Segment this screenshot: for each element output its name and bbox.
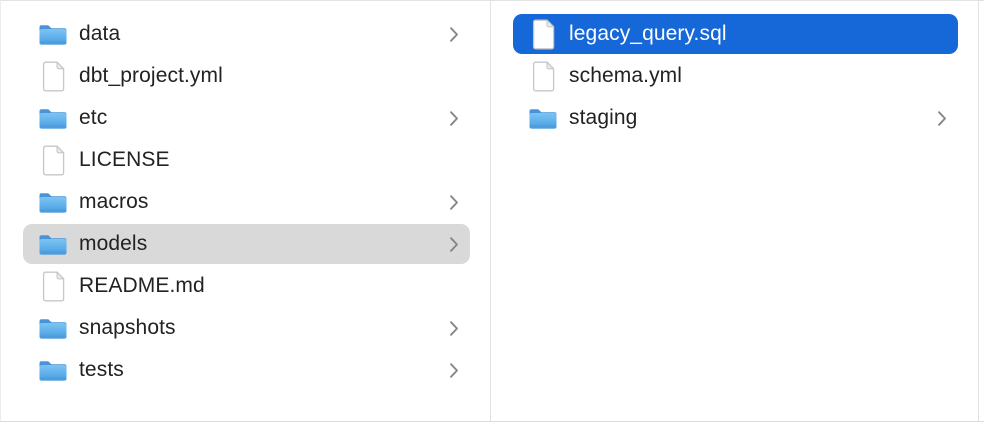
item-label: LICENSE	[79, 148, 170, 171]
folder-row[interactable]: snapshots	[23, 308, 470, 348]
document-icon	[527, 19, 559, 50]
item-label: staging	[569, 106, 638, 129]
folder-icon	[37, 358, 69, 383]
chevron-right-icon	[448, 236, 460, 253]
folder-icon	[527, 106, 559, 131]
file-row[interactable]: README.md	[23, 266, 470, 306]
document-icon	[37, 145, 69, 176]
item-label: models	[79, 232, 148, 255]
chevron-right-icon	[936, 110, 948, 127]
item-label: dbt_project.yml	[79, 64, 223, 87]
finder-column-empty-stub	[979, 1, 984, 421]
folder-row[interactable]: staging	[513, 98, 958, 138]
item-label: data	[79, 22, 121, 45]
file-row[interactable]: legacy_query.sql	[513, 14, 958, 54]
item-label: tests	[79, 358, 124, 381]
folder-row[interactable]: tests	[23, 350, 470, 390]
folder-row[interactable]: models	[23, 224, 470, 264]
folder-icon	[37, 316, 69, 341]
chevron-right-icon	[448, 362, 460, 379]
chevron-right-icon	[448, 320, 460, 337]
chevron-right-icon	[448, 194, 460, 211]
folder-icon	[37, 232, 69, 257]
file-row[interactable]: schema.yml	[513, 56, 958, 96]
finder-column-models-contents: legacy_query.sql	[491, 1, 979, 421]
item-label: etc	[79, 106, 108, 129]
folder-row[interactable]: macros	[23, 182, 470, 222]
item-label: snapshots	[79, 316, 176, 339]
chevron-right-icon	[448, 26, 460, 43]
finder-column-project-root: data	[1, 1, 491, 421]
document-icon	[37, 271, 69, 302]
item-label: legacy_query.sql	[569, 22, 727, 45]
item-label: README.md	[79, 274, 205, 297]
item-label: macros	[79, 190, 149, 213]
document-icon	[37, 61, 69, 92]
file-row[interactable]: LICENSE	[23, 140, 470, 180]
item-label: schema.yml	[569, 64, 683, 87]
folder-icon	[37, 22, 69, 47]
folder-row[interactable]: data	[23, 14, 470, 54]
document-icon	[527, 61, 559, 92]
file-row[interactable]: dbt_project.yml	[23, 56, 470, 96]
chevron-right-icon	[448, 110, 460, 127]
folder-row[interactable]: etc	[23, 98, 470, 138]
folder-icon	[37, 106, 69, 131]
folder-icon	[37, 190, 69, 215]
